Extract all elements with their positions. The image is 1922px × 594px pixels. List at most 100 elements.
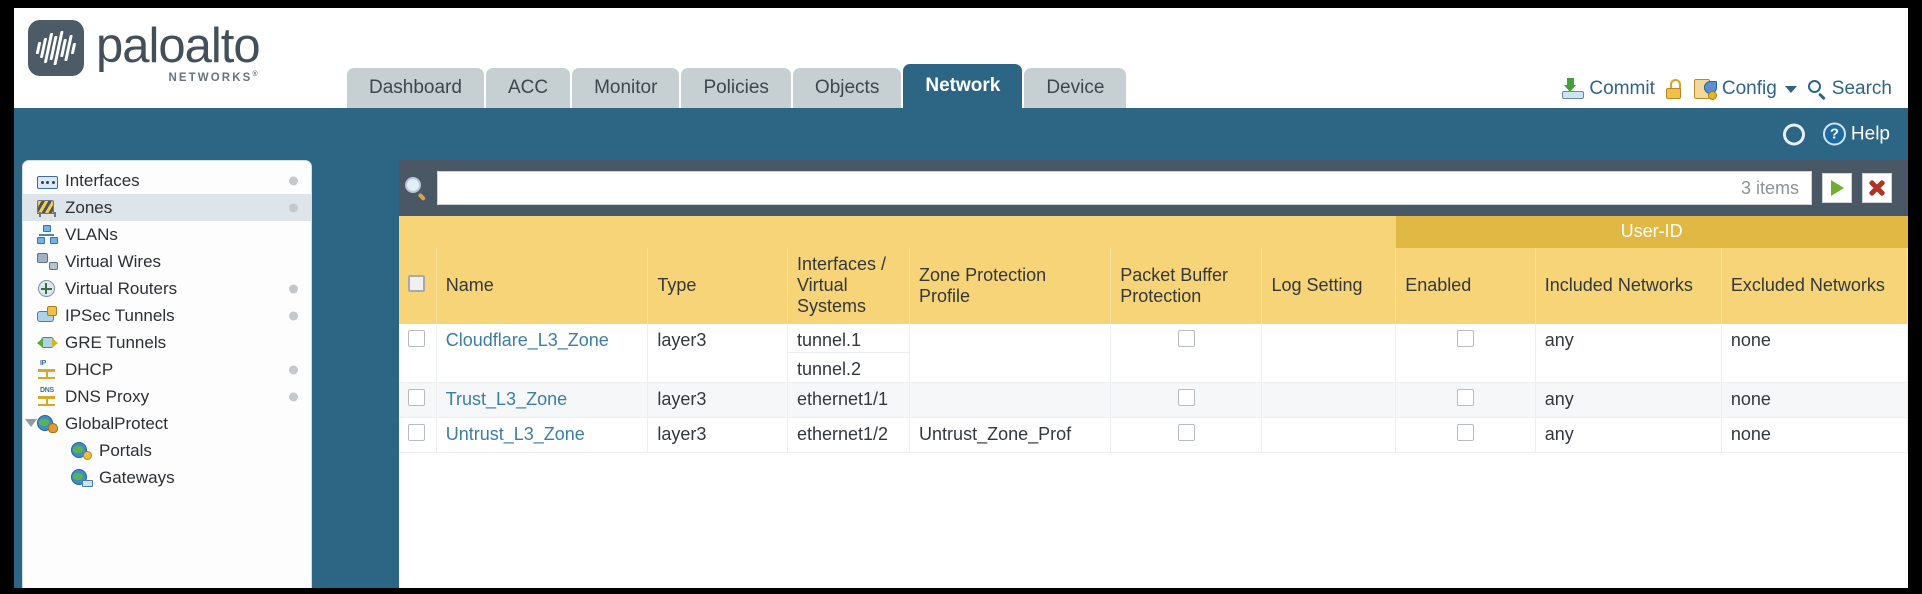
tab-policies[interactable]: Policies (681, 68, 791, 108)
sidebar-item-vlans[interactable]: VLANs (23, 221, 311, 248)
sidebar-item-portals[interactable]: Portals (23, 437, 311, 464)
cell-excluded-networks: none (1721, 382, 1908, 418)
cell-type: layer3 (647, 417, 788, 453)
clear-filter-button[interactable] (1862, 173, 1892, 203)
tab-monitor[interactable]: Monitor (572, 68, 680, 108)
cell-type: layer3 (647, 323, 788, 383)
group-header-userid: User-ID (1395, 216, 1908, 248)
row-select-cell[interactable] (399, 417, 437, 453)
zone-link[interactable]: Untrust_L3_Zone (445, 423, 585, 444)
zone-link[interactable]: Cloudflare_L3_Zone (445, 329, 609, 350)
col-header-enabled[interactable]: Enabled (1395, 248, 1536, 324)
packet-buffer-protection-checkbox[interactable] (1177, 329, 1195, 347)
row-checkbox[interactable] (408, 388, 425, 406)
config-menu[interactable]: Config (1693, 78, 1797, 100)
cell-name[interactable]: Untrust_L3_Zone (436, 417, 649, 453)
sidebar-item-label: Portals (99, 441, 152, 460)
lock-icon (1665, 79, 1683, 99)
row-select-cell[interactable] (399, 382, 437, 418)
config-icon (1693, 78, 1717, 100)
tab-dashboard[interactable]: Dashboard (347, 68, 484, 108)
sidebar-item-dns-proxy[interactable]: DNS DNS Proxy (23, 383, 311, 410)
cell-userid-enabled[interactable] (1395, 417, 1536, 453)
cell-name[interactable]: Trust_L3_Zone (436, 382, 649, 418)
userid-enabled-checkbox[interactable] (1456, 388, 1474, 406)
interface-entry: tunnel.1 (787, 324, 910, 353)
cell-packet-buffer-protection[interactable] (1110, 323, 1263, 383)
row-checkbox[interactable] (408, 423, 425, 441)
table-row[interactable]: Untrust_L3_Zone layer3 ethernet1/2 Untru… (399, 417, 1908, 453)
search-input[interactable]: 3 items (437, 171, 1812, 205)
table-row[interactable]: Trust_L3_Zone layer3 ethernet1/1 (399, 382, 1908, 418)
col-header-type[interactable]: Type (647, 248, 788, 324)
select-all-checkbox[interactable] (408, 274, 425, 292)
chevron-down-icon[interactable] (25, 419, 37, 427)
zones-table-wrapper: User-ID Name Type Interfaces / Virtual S… (399, 216, 1908, 588)
sidebar-item-gre-tunnels[interactable]: GRE Tunnels (23, 329, 311, 356)
sidebar-status-dot (289, 284, 298, 293)
search-button[interactable]: Search (1807, 78, 1892, 100)
col-header-included-networks[interactable]: Included Networks (1535, 248, 1722, 324)
sidebar-item-label: Gateways (99, 468, 175, 487)
main-nav-tabs[interactable]: Dashboard ACC Monitor Policies Objects N… (347, 64, 1127, 108)
table-row[interactable]: Cloudflare_L3_Zone layer3 tunnel.1 tunne… (399, 323, 1908, 383)
col-header-excluded-networks[interactable]: Excluded Networks (1721, 248, 1908, 324)
sidebar-item-virtual-routers[interactable]: Virtual Routers (23, 275, 311, 302)
sidebar-item-ipsec-tunnels[interactable]: IPSec Tunnels (23, 302, 311, 329)
row-select-cell[interactable] (399, 323, 437, 383)
commit-button[interactable]: Commit (1562, 78, 1655, 100)
sidebar-status-dot (289, 392, 298, 401)
brand-logo: paloalto NETWORKS® (28, 20, 261, 84)
col-header-packet-buffer-protection[interactable]: Packet Buffer Protection (1110, 248, 1263, 324)
tab-objects[interactable]: Objects (792, 68, 902, 108)
cell-userid-enabled[interactable] (1395, 382, 1536, 418)
zone-link[interactable]: Trust_L3_Zone (445, 388, 568, 409)
tab-network[interactable]: Network (903, 64, 1023, 108)
sidebar-item-label: GlobalProtect (65, 414, 168, 433)
col-header-interfaces[interactable]: Interfaces / Virtual Systems (787, 248, 911, 324)
col-header-log-setting[interactable]: Log Setting (1261, 248, 1397, 324)
table-header-row: Name Type Interfaces / Virtual Systems Z… (399, 248, 1908, 324)
sidebar-item-zones[interactable]: Zones (23, 194, 311, 221)
select-all-header[interactable] (399, 248, 437, 324)
tab-device[interactable]: Device (1024, 68, 1127, 108)
sidebar-status-dot (289, 365, 298, 374)
sidebar-item-dhcp[interactable]: IP DHCP (23, 356, 311, 383)
row-checkbox[interactable] (408, 329, 425, 347)
commit-label: Commit (1589, 78, 1655, 99)
sidebar: Interfaces Zones VLANs Virtual Wires Vir… (22, 160, 312, 588)
sidebar-item-virtual-wires[interactable]: Virtual Wires (23, 248, 311, 275)
col-header-zone-protection-profile[interactable]: Zone Protection Profile (909, 248, 1112, 324)
cell-packet-buffer-protection[interactable] (1110, 417, 1263, 453)
apply-filter-button[interactable] (1822, 173, 1852, 203)
cell-included-networks: any (1535, 323, 1722, 383)
cell-log-setting (1261, 382, 1397, 418)
body-area: Interfaces Zones VLANs Virtual Wires Vir… (14, 160, 1908, 588)
sidebar-item-label: IPSec Tunnels (65, 306, 175, 325)
cell-zone-protection-profile (909, 382, 1112, 418)
content-panel: 3 items (399, 160, 1908, 588)
search-icon (1807, 79, 1827, 100)
cell-name[interactable]: Cloudflare_L3_Zone (436, 323, 649, 383)
packet-buffer-protection-checkbox[interactable] (1177, 423, 1195, 441)
cell-zone-protection-profile: Untrust_Zone_Prof (909, 417, 1112, 453)
sidebar-item-interfaces[interactable]: Interfaces (23, 167, 311, 194)
filter-search-icon[interactable] (405, 177, 427, 201)
userid-enabled-checkbox[interactable] (1456, 423, 1474, 441)
lock-button[interactable] (1665, 79, 1683, 99)
vlans-icon (37, 225, 58, 244)
packet-buffer-protection-checkbox[interactable] (1177, 388, 1195, 406)
sidebar-item-globalprotect[interactable]: GlobalProtect (23, 410, 311, 437)
sidebar-item-gateways[interactable]: Gateways (23, 464, 311, 491)
cell-included-networks: any (1535, 382, 1722, 418)
userid-enabled-checkbox[interactable] (1456, 329, 1474, 347)
col-header-name[interactable]: Name (436, 248, 649, 324)
cell-userid-enabled[interactable] (1395, 323, 1536, 383)
cell-packet-buffer-protection[interactable] (1110, 382, 1263, 418)
cell-excluded-networks: none (1721, 323, 1908, 383)
help-button[interactable]: ? Help (1822, 122, 1890, 146)
search-label: Search (1831, 78, 1892, 99)
cell-type: layer3 (647, 382, 788, 418)
tab-acc[interactable]: ACC (485, 68, 571, 108)
refresh-icon[interactable] (1782, 123, 1807, 145)
